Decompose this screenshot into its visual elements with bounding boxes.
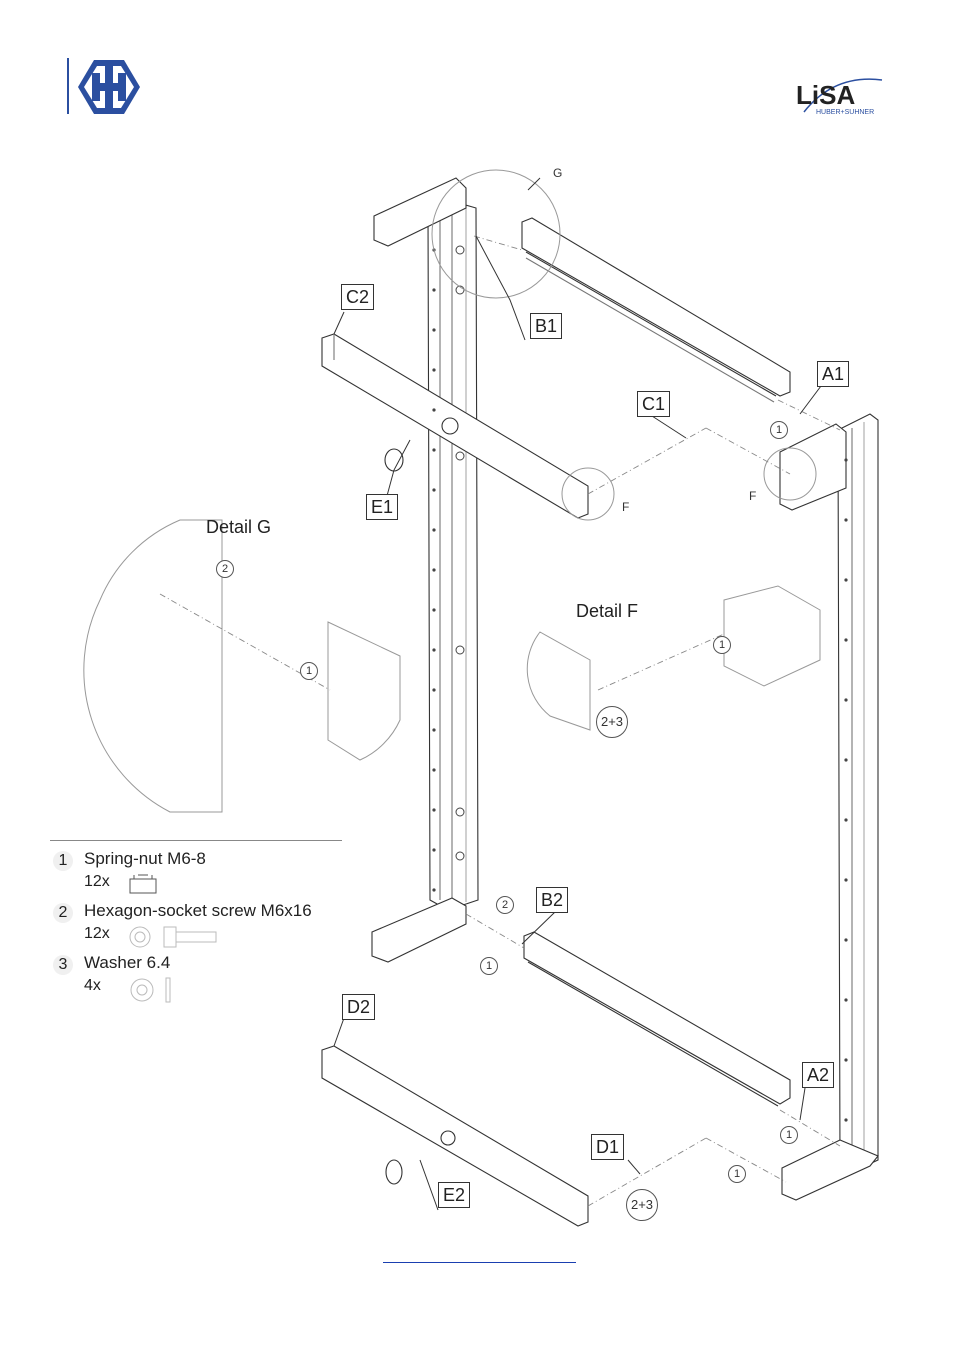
legend-part-name: Hexagon-socket screw M6x16 <box>84 901 312 920</box>
callout-1-a2: 1 <box>780 1126 798 1144</box>
left-upright-top-bracket <box>373 177 467 247</box>
callout-1-a1: 1 <box>770 421 788 439</box>
tag-c2: C2 <box>341 284 375 310</box>
tag-a2: A2 <box>802 1062 835 1088</box>
washer-icon <box>128 977 188 1003</box>
lisa-logo-subtext: HUBER+SUHNER <box>816 109 874 116</box>
upright-holes <box>432 245 848 1122</box>
legend-item: 1 Spring-nut M6-8 12x <box>50 847 342 899</box>
right-upright <box>837 413 879 1173</box>
left-upright-bottom-bracket <box>371 897 467 963</box>
tag-d1: D1 <box>591 1134 625 1160</box>
detail-g-view <box>83 519 223 813</box>
detail-letter-f-left: F <box>622 500 630 514</box>
callout-2-bottom: 2 <box>496 896 514 914</box>
footer-link[interactable] <box>383 1262 576 1263</box>
rail-b1 <box>521 217 791 397</box>
parts-legend: 1 Spring-nut M6-8 12x 2 Hexagon-socket s… <box>50 840 342 1003</box>
legend-item: 3 Washer 6.4 4x <box>50 951 342 1003</box>
tag-b2: B2 <box>536 887 569 913</box>
callout-1-detail-g: 1 <box>300 662 318 680</box>
legend-quantity: 12x <box>84 925 110 942</box>
detail-f-view-right <box>723 585 821 687</box>
tag-d2: D2 <box>342 994 376 1020</box>
hex-screw-icon <box>128 925 218 948</box>
callout-1-b2: 1 <box>480 957 498 975</box>
detail-g-title: Detail G <box>206 517 272 537</box>
detail-f-title: Detail F <box>576 601 639 621</box>
callout-2-3-detail-f: 2+3 <box>596 706 628 738</box>
legend-quantity: 4x <box>84 977 101 994</box>
left-upright <box>427 203 479 911</box>
legend-quantity: 12x <box>84 873 110 890</box>
tag-a1: A1 <box>817 361 850 387</box>
legend-item: 2 Hexagon-socket screw M6x16 12x <box>50 899 342 951</box>
detail-f-marker-left <box>561 467 615 521</box>
tag-b1: B1 <box>530 313 563 339</box>
detail-f-marker-right <box>763 447 817 501</box>
legend-part-name: Spring-nut M6-8 <box>84 849 206 868</box>
lisa-logo: LiSA HUBER+SUHNER <box>794 72 886 118</box>
right-upright-top-bracket <box>779 423 847 511</box>
detail-f-view-left <box>526 631 591 731</box>
legend-number: 2 <box>53 903 73 923</box>
detail-g-marker <box>431 169 561 299</box>
legend-part-name: Washer 6.4 <box>84 953 171 972</box>
rail-b2 <box>523 931 791 1105</box>
callout-2-detail-g: 2 <box>216 560 234 578</box>
lisa-logo-text: LiSA <box>796 80 855 110</box>
detail-g-view-right <box>327 621 401 761</box>
callout-1-detail-f: 1 <box>713 636 731 654</box>
callout-2-3-d1: 2+3 <box>626 1189 658 1221</box>
tag-e1: E1 <box>366 494 399 520</box>
huber-suhner-h-logo-icon <box>66 56 146 118</box>
tag-c1: C1 <box>637 391 671 417</box>
legend-number: 3 <box>53 955 73 975</box>
detail-letter-f-right: F <box>749 489 757 503</box>
detail-letter-g: G <box>553 166 563 180</box>
spring-nut-icon <box>128 873 158 895</box>
legend-number: 1 <box>53 851 73 871</box>
tag-e2: E2 <box>438 1182 471 1208</box>
callout-1-bottom-bracket: 1 <box>728 1165 746 1183</box>
right-upright-bottom-bracket <box>781 1139 879 1201</box>
